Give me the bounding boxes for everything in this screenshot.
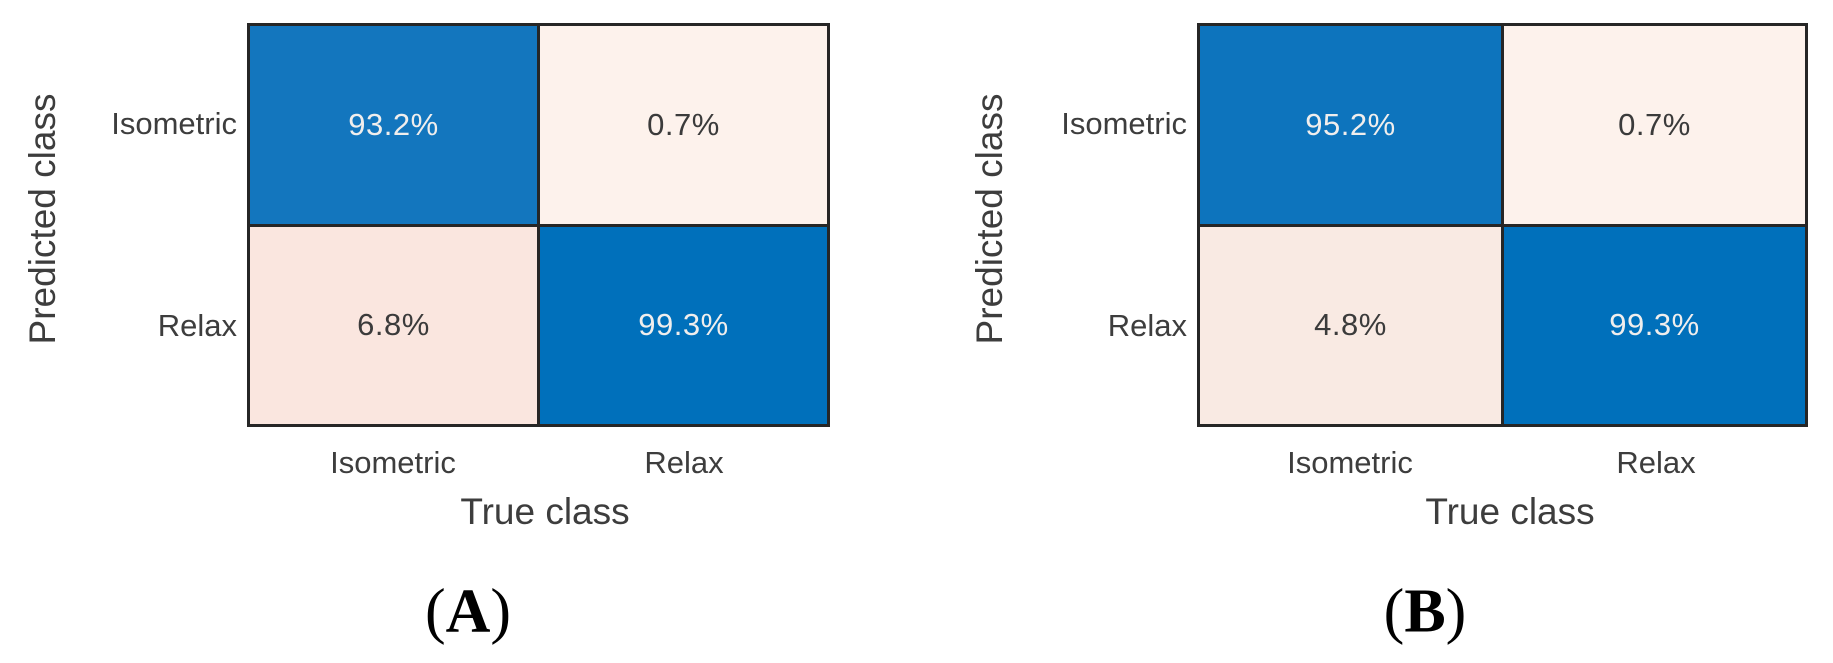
caption-b-letter: B xyxy=(1404,577,1446,646)
row-label-relax-a: Relax xyxy=(157,308,237,343)
xlabel-true-class-a: True class xyxy=(460,491,630,532)
col-label-isometric-a: Isometric xyxy=(330,445,456,480)
caption-b-close-paren: ) xyxy=(1445,577,1467,646)
cell-a-r1c0: 6.8% xyxy=(250,226,537,424)
xlabel-true-class-b: True class xyxy=(1425,491,1595,532)
cell-a-r0c1: 0.7% xyxy=(540,26,827,224)
cell-b-r1c0: 4.8% xyxy=(1200,226,1501,424)
confusion-matrix-b: 95.2% 0.7% 4.8% 99.3% xyxy=(1197,23,1808,427)
cell-b-r0c0: 95.2% xyxy=(1200,26,1501,224)
row-label-relax-b: Relax xyxy=(1107,308,1187,343)
row-label-isometric-b: Isometric xyxy=(1061,106,1187,141)
col-label-relax-b: Relax xyxy=(1616,445,1696,480)
caption-b: (B) xyxy=(1384,577,1467,648)
col-label-relax-a: Relax xyxy=(644,445,724,480)
cell-b-r1c1: 99.3% xyxy=(1504,226,1805,424)
confusion-matrix-a: 93.2% 0.7% 6.8% 99.3% xyxy=(247,23,830,427)
caption-b-open-paren: ( xyxy=(1383,577,1405,646)
col-label-isometric-b: Isometric xyxy=(1287,445,1413,480)
cell-a-r0c0: 93.2% xyxy=(250,26,537,224)
caption-a: (A) xyxy=(425,577,511,648)
cell-b-r0c1: 0.7% xyxy=(1504,26,1805,224)
caption-a-letter: A xyxy=(445,577,491,646)
caption-a-open-paren: ( xyxy=(424,577,446,646)
cell-a-r1c1: 99.3% xyxy=(540,226,827,424)
row-label-isometric-a: Isometric xyxy=(111,106,237,141)
caption-a-close-paren: ) xyxy=(490,577,512,646)
